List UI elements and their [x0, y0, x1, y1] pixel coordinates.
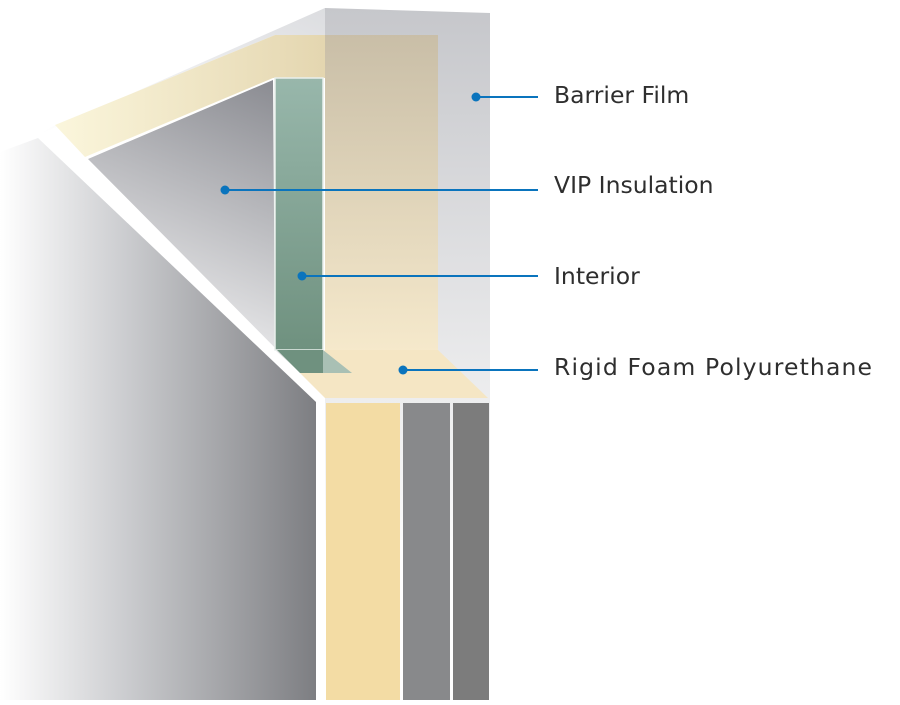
outer-wall — [0, 138, 316, 700]
vip-insulation-panel — [88, 80, 295, 368]
callout-dot — [471, 92, 481, 102]
foam-top-band — [55, 35, 325, 157]
label-barrier-film: Barrier Film — [554, 81, 689, 109]
interior-shelf — [277, 350, 323, 373]
label-vip-insulation: VIP Insulation — [554, 171, 714, 199]
bottom-block-gray-2 — [453, 403, 489, 700]
foam-bottom — [300, 350, 488, 398]
bottom-block-foam — [326, 403, 400, 700]
bottom-block-gray-1 — [403, 403, 450, 700]
callout-interior: Interior — [297, 262, 640, 290]
label-rigid-foam: Rigid Foam Polyurethane — [554, 353, 872, 381]
callout-dot — [398, 365, 408, 375]
label-interior: Interior — [554, 262, 640, 290]
callout-dot — [220, 185, 230, 195]
interior-shelf-edge — [323, 350, 352, 373]
callout-rigid-foam: Rigid Foam Polyurethane — [398, 353, 872, 381]
callout-vip-insulation: VIP Insulation — [220, 171, 714, 199]
interior-panel — [274, 77, 324, 351]
callout-barrier-film: Barrier Film — [471, 81, 689, 109]
foam-panel — [325, 35, 438, 350]
callout-dot — [297, 271, 307, 281]
